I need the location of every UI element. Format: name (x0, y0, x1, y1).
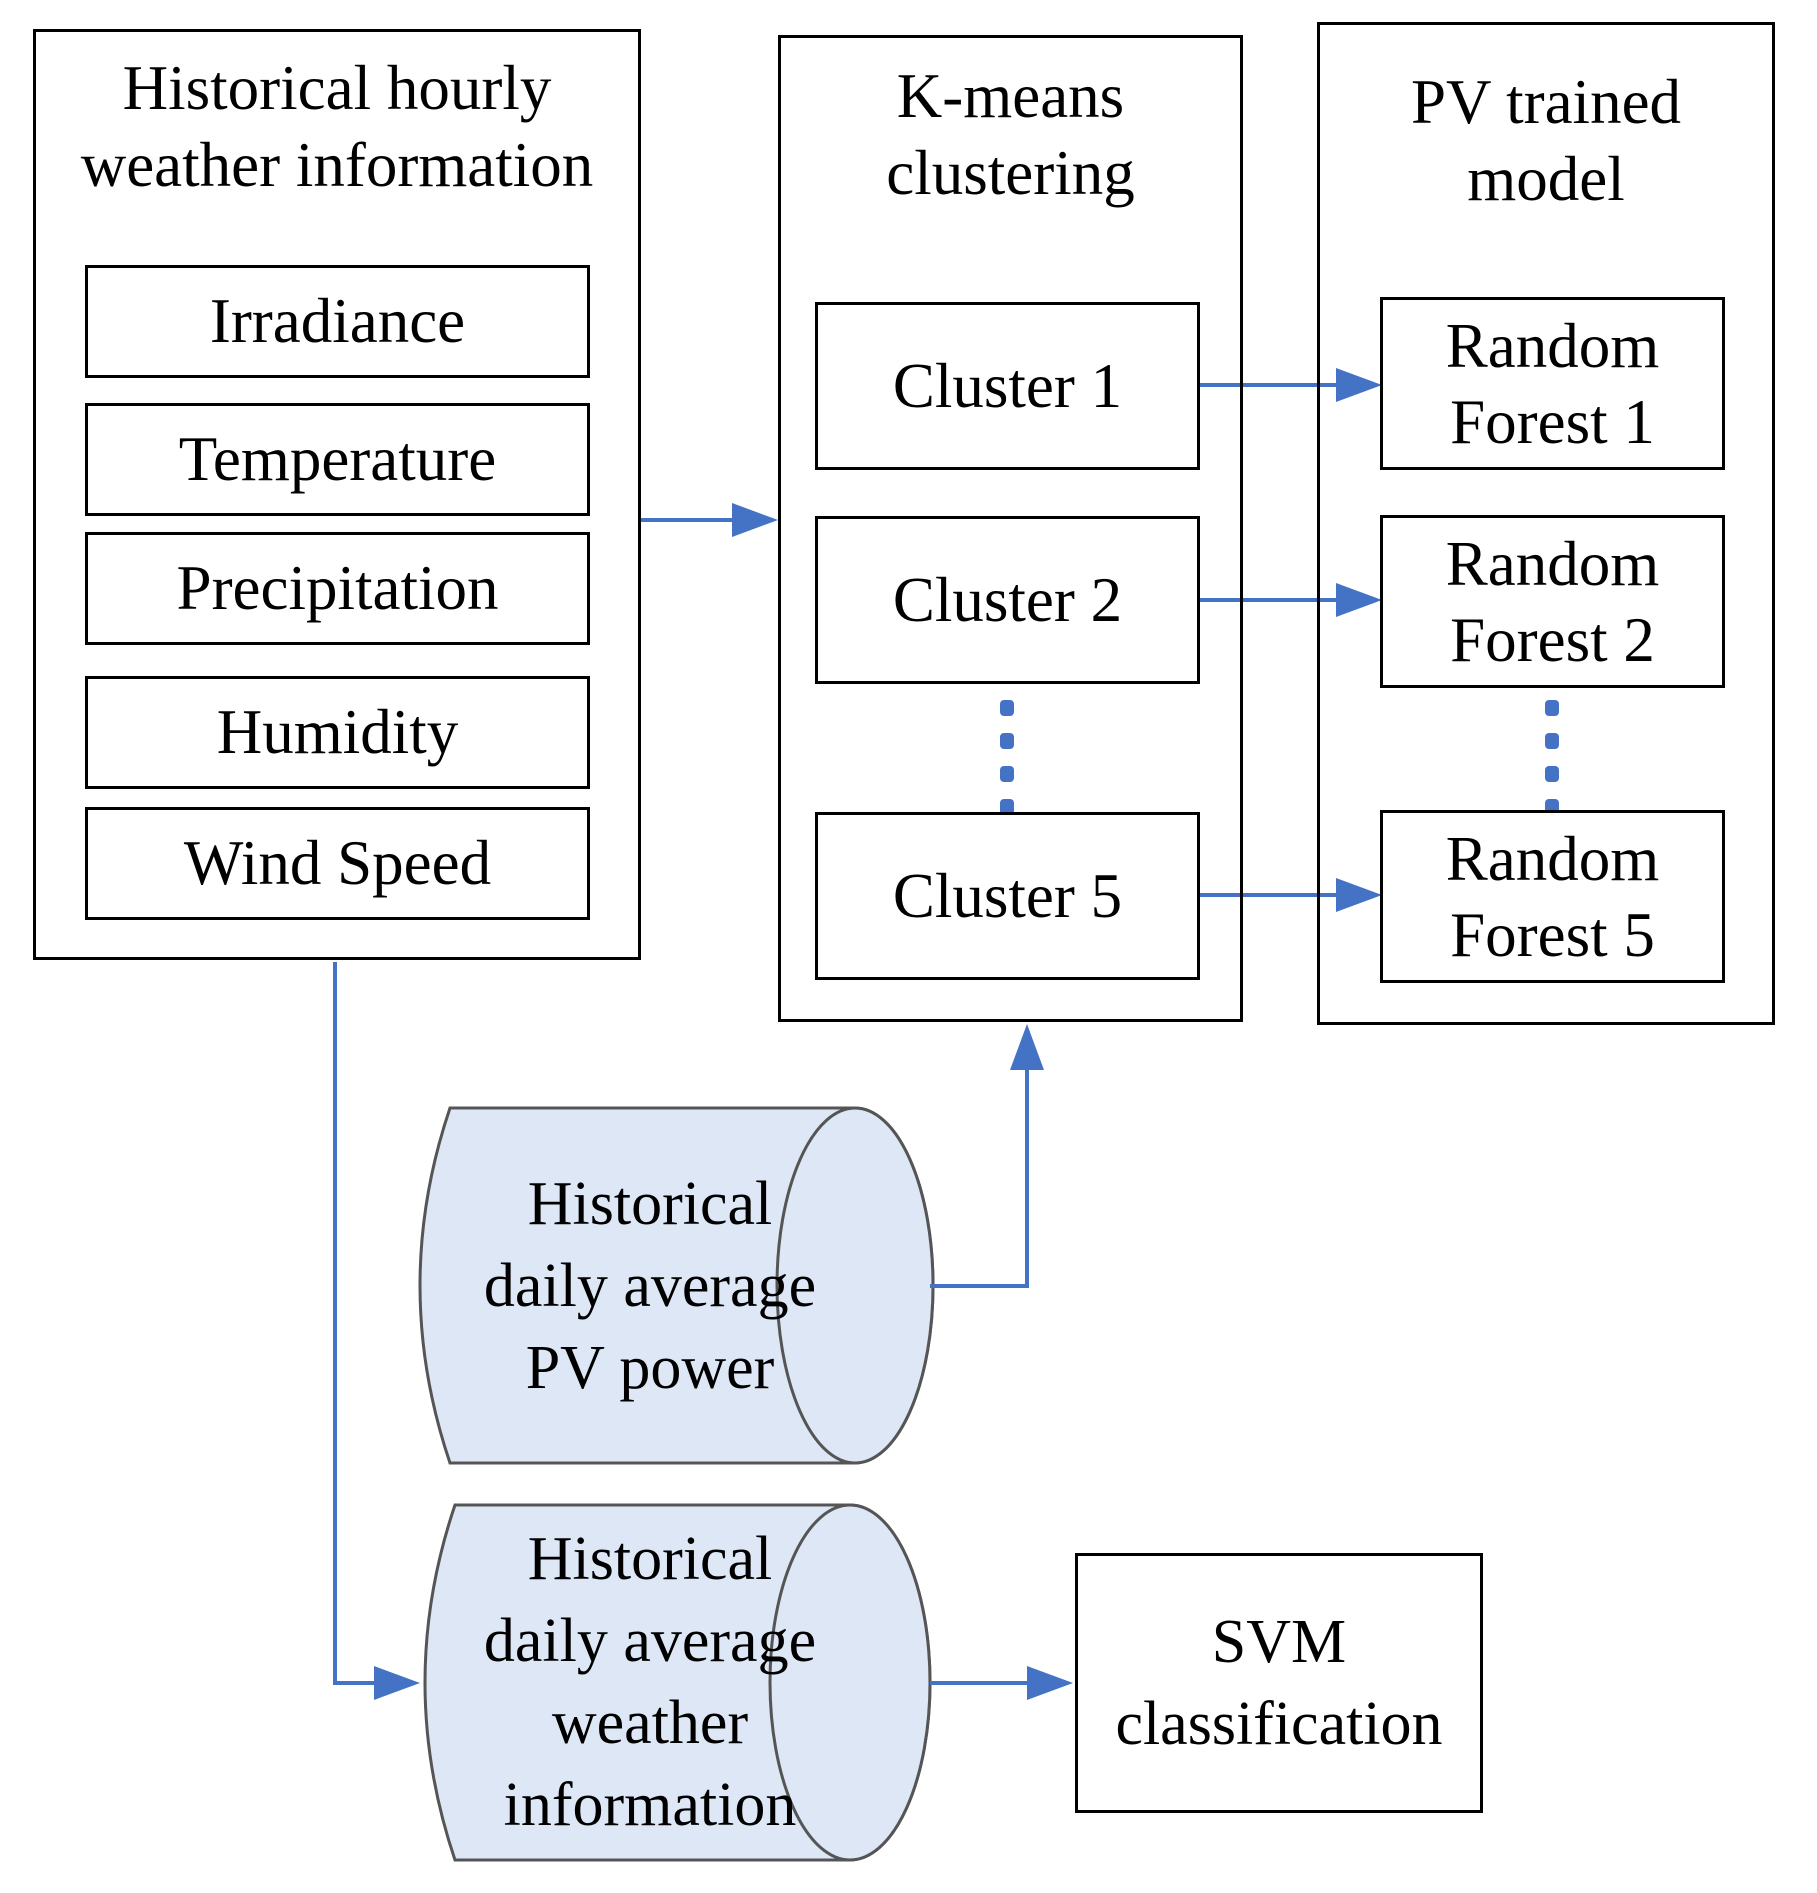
weather-panel-title-line2: weather information (80, 130, 594, 200)
model-panel-title: PV trained model (1317, 64, 1775, 218)
cluster-box-1: Cluster 1 (815, 302, 1200, 470)
weather-item-temperature: Temperature (85, 403, 590, 516)
weather-info-line2: daily average (483, 1607, 817, 1675)
model-panel (1317, 22, 1775, 1025)
arrow-cluster1-to-forest1 (1200, 368, 1382, 402)
weather-info-datastore-label: Historical daily average weather informa… (420, 1518, 880, 1846)
cluster-label: Cluster 1 (892, 350, 1123, 421)
weather-panel-title: Historical hourly weather information (33, 50, 641, 204)
weather-item-irradiance: Irradiance (85, 265, 590, 378)
forest-label-line1: Random (1445, 310, 1660, 381)
svm-box (1075, 1553, 1483, 1813)
arrow-dailyweather-to-svm (930, 1666, 1073, 1700)
clustering-panel (778, 35, 1243, 1022)
forest-label-line2: Forest 5 (1450, 899, 1655, 970)
weather-info-line1: Historical (527, 1525, 773, 1593)
cluster-box-2: Cluster 2 (815, 516, 1200, 684)
pv-power-line2: daily average (483, 1252, 817, 1320)
weather-item-label: Humidity (216, 697, 459, 767)
forest-box-1: Random Forest 1 (1380, 297, 1725, 470)
weather-info-cylinder-shape (423, 1503, 932, 1862)
forest-label-line2: Forest 2 (1450, 604, 1655, 675)
weather-item-precipitation: Precipitation (85, 532, 590, 645)
arrow-pvpower-to-clustering (930, 1024, 1044, 1288)
forest-ellipsis-dots (1545, 700, 1559, 815)
weather-item-windspeed: Wind Speed (85, 807, 590, 920)
pv-power-datastore-label: Historical daily average PV power (415, 1163, 885, 1409)
cluster-label: Cluster 5 (892, 860, 1123, 931)
forest-label-line1: Random (1445, 528, 1660, 599)
weather-info-line4: information (503, 1771, 797, 1839)
svm-label-line2: classification (1115, 1690, 1443, 1758)
svm-label-line1: SVM (1211, 1608, 1347, 1676)
clustering-panel-title: K-means clustering (778, 58, 1243, 212)
clustering-panel-title-line1: K-means (896, 61, 1125, 131)
arrow-cluster5-to-forest5 (1200, 878, 1382, 912)
weather-item-label: Irradiance (209, 286, 466, 356)
cluster-ellipsis-dots (1000, 700, 1014, 815)
forest-label-line1: Random (1445, 823, 1660, 894)
arrow-weather-to-dailyweather (333, 962, 420, 1700)
model-panel-title-line1: PV trained (1410, 67, 1682, 137)
weather-item-label: Wind Speed (183, 828, 492, 898)
pv-power-cylinder-shape (418, 1106, 935, 1465)
weather-item-label: Temperature (178, 424, 497, 494)
arrow-cluster2-to-forest2 (1200, 583, 1382, 617)
arrow-weather-to-clustering (641, 503, 778, 537)
forest-box-2: Random Forest 2 (1380, 515, 1725, 688)
pv-power-line1: Historical (527, 1170, 773, 1238)
pv-power-line3: PV power (525, 1334, 775, 1402)
model-panel-title-line2: model (1467, 144, 1625, 214)
cluster-box-5: Cluster 5 (815, 812, 1200, 980)
weather-panel-title-line1: Historical hourly (122, 53, 552, 123)
weather-info-line3: weather (551, 1689, 749, 1757)
weather-panel (33, 29, 641, 960)
forest-label-line2: Forest 1 (1450, 386, 1655, 457)
forest-box-5: Random Forest 5 (1380, 810, 1725, 983)
clustering-panel-title-line2: clustering (886, 138, 1135, 208)
svm-box-label: SVM classification (1075, 1601, 1483, 1765)
cluster-label: Cluster 2 (892, 564, 1123, 635)
weather-item-humidity: Humidity (85, 676, 590, 789)
weather-item-label: Precipitation (176, 553, 499, 623)
